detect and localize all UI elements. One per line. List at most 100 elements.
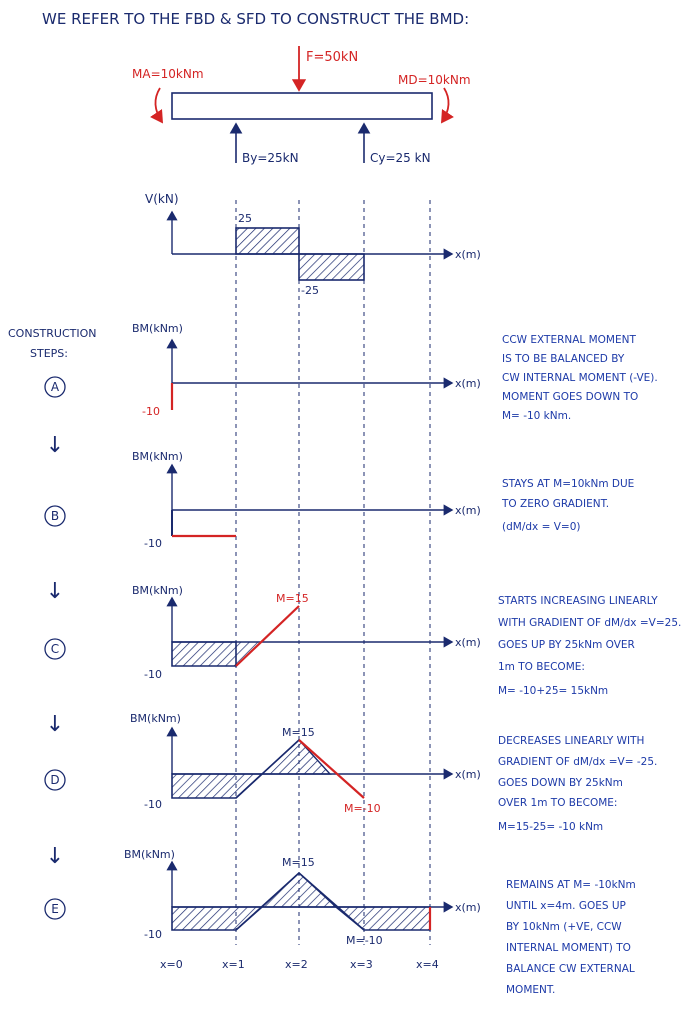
step-d-label-m15: M=15: [282, 726, 315, 739]
step-b-xlabel: x(m): [455, 504, 481, 517]
x-tick-0: x=0: [160, 958, 183, 971]
step-d-xlabel: x(m): [455, 768, 481, 781]
sfd-neg-label: -25: [301, 284, 319, 297]
header-title: WE REFER TO THE FBD & SFD TO CONSTRUCT T…: [42, 10, 469, 28]
step-c-label-m10: -10: [144, 668, 162, 681]
note-d-line-1: DECREASES LINEARLY WITH: [498, 735, 644, 747]
note-a-line-3: CW INTERNAL MOMENT (-VE).: [502, 372, 658, 384]
x-tick-4: x=4: [416, 958, 439, 971]
x-tick-3: x=3: [350, 958, 373, 971]
bmd-step-a: BM(kNm) x(m) -10: [132, 322, 481, 418]
bmd-step-b: BM(kNm) x(m) -10: [132, 450, 481, 550]
note-c-line-5: M= -10+25= 15kNm: [498, 685, 608, 697]
step-d-label-mneg10: M=-10: [344, 802, 381, 815]
notes-step-a: CCW EXTERNAL MOMENT IS TO BE BALANCED BY…: [502, 334, 658, 422]
note-e-line-2: UNTIL x=4m. GOES UP: [506, 900, 626, 912]
note-c-line-4: 1m TO BECOME:: [498, 661, 585, 673]
step-c-rising-line: [235, 605, 300, 667]
notes-step-b: STAYS AT M=10kNm DUE TO ZERO GRADIENT. (…: [501, 478, 634, 533]
step-e-falling-line: [298, 872, 365, 931]
moment-d-arrow: [441, 87, 454, 124]
note-c-line-2: WITH GRADIENT OF dM/dx =V=25.: [498, 617, 681, 629]
shear-force-diagram: V(kN) x(m) 25 -25: [145, 192, 481, 297]
sfd-xlabel: x(m): [455, 248, 481, 261]
step-a-letter: A: [51, 380, 60, 394]
x-tick-1: x=1: [222, 958, 245, 971]
sfd-negative-region: [298, 253, 365, 281]
free-body-diagram: F=50kN MA=10kNm MD=10kNm By=25kN Cy=25 k…: [132, 46, 471, 165]
step-c-label-m15: M=15: [276, 592, 309, 605]
step-b-label-m10: -10: [144, 537, 162, 550]
note-e-line-4: INTERNAL MOMENT) TO: [506, 942, 631, 954]
step-e-label-m10: -10: [144, 928, 162, 941]
note-a-line-2: IS TO BE BALANCED BY: [502, 353, 625, 365]
reaction-b-label: By=25kN: [242, 151, 299, 165]
sfd-ylabel: V(kN): [145, 192, 179, 206]
x-tick-labels: x=0 x=1 x=2 x=3 x=4: [160, 958, 439, 971]
step-b-ylabel: BM(kNm): [132, 450, 183, 463]
step-b-circle: [44, 505, 66, 527]
note-a-line-1: CCW EXTERNAL MOMENT: [502, 334, 636, 346]
step-c-neg-region: [171, 641, 237, 667]
step-a-label-m10: -10: [142, 405, 160, 418]
sfd-pos-label: 25: [238, 212, 252, 225]
moment-a-arrow: [150, 87, 163, 124]
note-d-line-4: OVER 1m TO BECOME:: [498, 797, 617, 809]
bmd-step-e: BM(kNm) x(m) M=15 M=-10 -10: [124, 848, 481, 947]
step-e-xlabel: x(m): [455, 901, 481, 914]
step-c-ylabel: BM(kNm): [132, 584, 183, 597]
step-a-xlabel: x(m): [455, 377, 481, 390]
step-a-down-arrow: ↓: [46, 433, 64, 458]
step-e-label-mneg10: M=-10: [346, 934, 383, 947]
note-d-line-2: GRADIENT OF dM/dx =V= -25.: [498, 756, 657, 768]
step-d-pos-region: [260, 739, 332, 775]
note-d-line-5: M=15-25= -10 kNm: [498, 821, 603, 833]
step-c-letter: C: [51, 642, 59, 656]
step-e-label-m15: M=15: [282, 856, 315, 869]
notes-step-e: REMAINS AT M= -10kNm UNTIL x=4m. GOES UP…: [506, 879, 636, 996]
note-c-line-1: STARTS INCREASING LINEARLY: [498, 595, 658, 607]
step-c-xlabel: x(m): [455, 636, 481, 649]
step-a-ylabel: BM(kNm): [132, 322, 183, 335]
step-d-label-m10: -10: [144, 798, 162, 811]
step-b-down-arrow: ↓: [46, 579, 64, 604]
notes-step-c: STARTS INCREASING LINEARLY WITH GRADIENT…: [498, 595, 681, 697]
step-d-down-arrow: ↓: [46, 844, 64, 869]
step-d-rising-line: [235, 739, 300, 799]
reaction-c-label: Cy=25 kN: [370, 151, 431, 165]
step-b-letter: B: [51, 509, 59, 523]
note-a-line-5: M= -10 kNm.: [502, 410, 571, 422]
step-a-circle: [44, 376, 66, 398]
beam: [171, 92, 433, 120]
step-e-circle: [44, 898, 66, 920]
x-tick-2: x=2: [285, 958, 308, 971]
notes-step-d: DECREASES LINEARLY WITH GRADIENT OF dM/d…: [498, 735, 657, 833]
step-c-down-arrow: ↓: [46, 712, 64, 737]
step-markers: A ↓ B ↓ C ↓ D ↓ E: [44, 376, 66, 920]
step-e-pos-region: [260, 872, 338, 908]
step-e-letter: E: [51, 902, 59, 916]
step-d-falling-line: [298, 739, 365, 799]
note-e-line-6: MOMENT.: [506, 984, 555, 996]
note-b-line-3: (dM/dx = V=0): [502, 521, 580, 533]
bmd-step-d: BM(kNm) x(m) M=15 M=-10 -10: [130, 712, 481, 815]
note-a-line-4: MOMENT GOES DOWN TO: [502, 391, 638, 403]
step-d-circle: [44, 769, 66, 791]
note-e-line-3: BY 10kNm (+VE, CCW: [506, 921, 622, 933]
note-b-line-2: TO ZERO GRADIENT.: [501, 498, 609, 510]
step-d-letter: D: [50, 773, 59, 787]
construction-title-2: STEPS:: [30, 347, 68, 360]
step-c-circle: [44, 638, 66, 660]
construction-title-1: CONSTRUCTION: [8, 327, 97, 340]
note-e-line-5: BALANCE CW EXTERNAL: [506, 963, 635, 975]
sfd-positive-region: [235, 227, 300, 255]
guide-lines: [235, 200, 431, 945]
note-d-line-3: GOES DOWN BY 25kNm: [498, 777, 623, 789]
moment-a-label: MA=10kNm: [132, 67, 204, 81]
force-label: F=50kN: [306, 50, 358, 65]
bmd-step-c: BM(kNm) x(m) M=15 -10: [132, 584, 481, 681]
step-e-ylabel: BM(kNm): [124, 848, 175, 861]
note-e-line-1: REMAINS AT M= -10kNm: [506, 879, 636, 891]
step-e-rising-line: [235, 872, 300, 931]
